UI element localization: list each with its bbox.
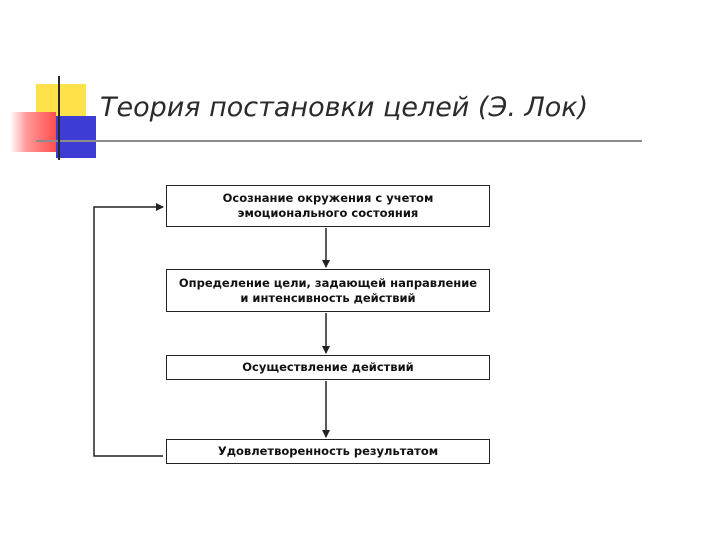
flow-step-goal-definition: Определение цели, задающей направление и… (166, 269, 490, 312)
flow-step-satisfaction: Удовлетворенность результатом (166, 439, 490, 464)
flow-step-label: Осуществление действий (242, 360, 414, 374)
flow-step-actions: Осуществление действий (166, 355, 490, 380)
decor-red-gradient-square (10, 112, 56, 152)
flow-step-label: Удовлетворенность результатом (217, 444, 439, 458)
feedback-loop-arrow (93, 203, 164, 457)
flow-step-label: Определение цели, задающей направление и… (178, 275, 478, 305)
flow-step-awareness: Осознание окружения с учетом эмоциональн… (166, 185, 490, 227)
decor-blue-square (56, 116, 96, 158)
title-underline (36, 140, 642, 142)
decor-vertical-line (58, 76, 60, 160)
flow-step-label: Осознание окружения с учетом эмоциональн… (222, 191, 434, 220)
slide-title: Теория постановки целей (Э. Лок) (100, 92, 589, 123)
